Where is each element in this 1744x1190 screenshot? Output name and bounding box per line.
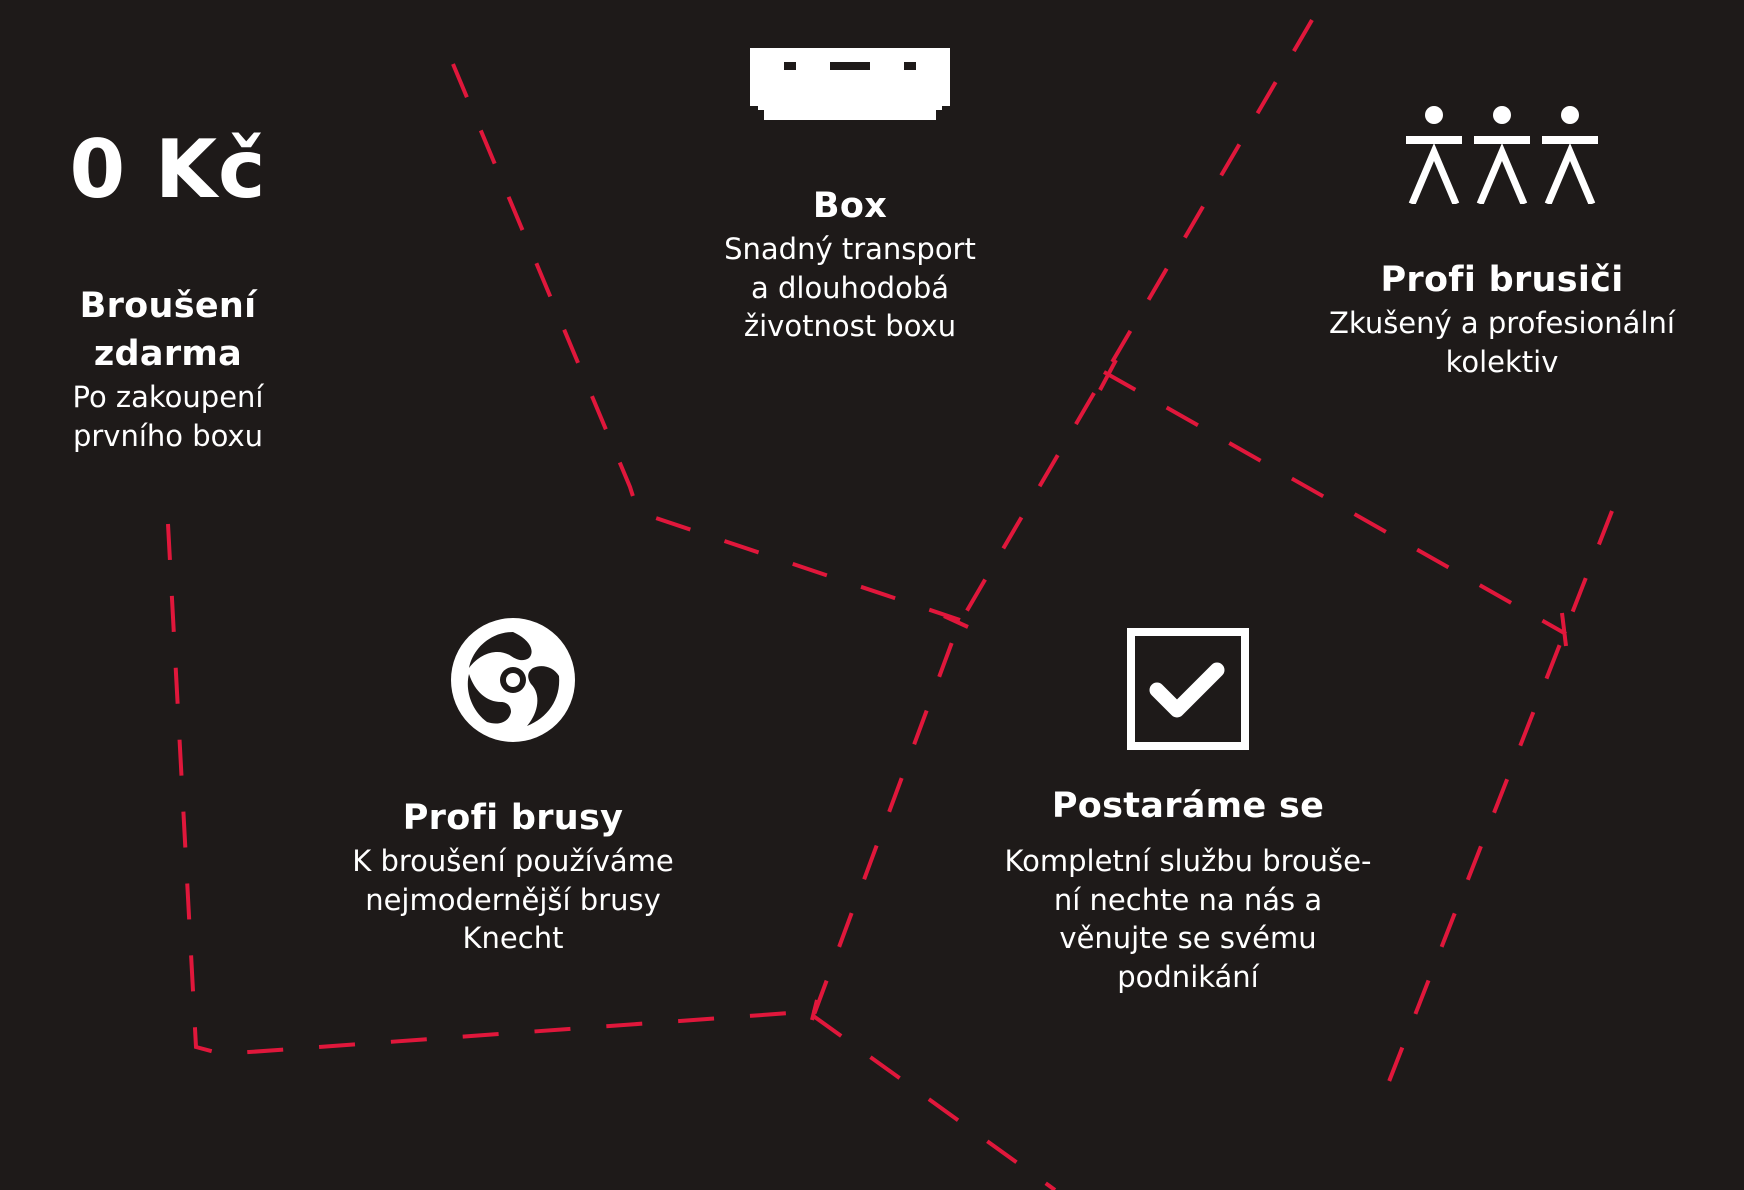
feature-description: K broušení používáme nejmodernější brusy… [352,844,674,955]
price-zero-czk-icon: 0 Kč [69,123,267,216]
feature-title: Box [812,186,888,226]
feature-professional-team: Profi brusiči Zkušený a profesionální ko… [1290,104,1714,381]
feature-description: Po zakoupení prvního boxu [72,380,264,453]
feature-title: Postaráme se [1051,786,1325,826]
feature-box: Box Snadný transport a dlouhodobá životn… [700,48,1000,346]
feature-title: Profi brusy [402,798,624,838]
feature-free-sharpening: 0 Kč Broušení zdarma Po zakoupení prvníh… [40,130,296,455]
checkbox-checked-icon [1127,628,1249,750]
feature-description: Snadný transport a dlouhodobá životnost … [724,232,976,343]
box-icon [750,48,950,120]
feature-description: Zkušený a profesionální kolektiv [1329,306,1675,379]
people-team-icon [1406,104,1598,204]
feature-title: Broušení zdarma [79,286,257,374]
feature-professional-sanders: Profi brusy K broušení používáme nejmode… [335,618,691,958]
sander-disc-icon [451,618,575,742]
feature-description: Kompletní službu brouše-ní nechte na nás… [1004,844,1372,994]
feature-title: Profi brusiči [1380,260,1624,300]
feature-we-take-care: Postaráme se Kompletní službu brouše-ní … [975,628,1401,996]
